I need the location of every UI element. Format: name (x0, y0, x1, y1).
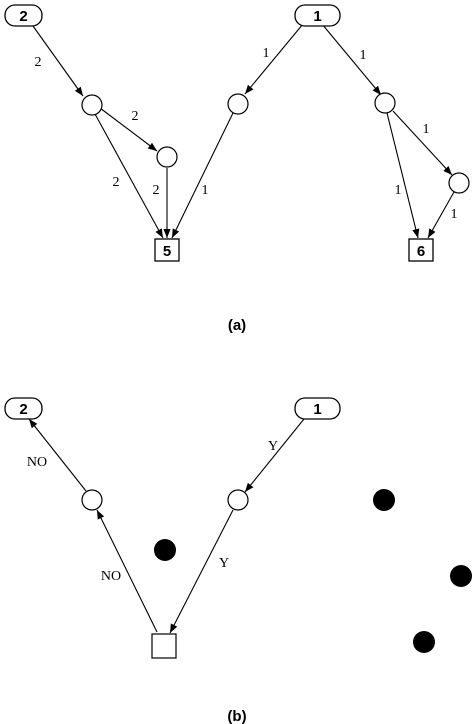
source-node-2: 2 (4, 397, 43, 420)
sink-node-label: 6 (417, 243, 425, 260)
edge-b-sink-to-n1 (96, 509, 158, 633)
sink-node-6: 6 (408, 238, 434, 262)
source-node-label: 1 (313, 8, 321, 25)
edge-b-n2-to-sink (169, 509, 234, 634)
filled-node (413, 631, 435, 653)
filled-node (154, 539, 176, 561)
edge-label: NO (27, 455, 47, 470)
edge-a-1-to-n4 (321, 23, 382, 96)
edge-a-1-to-n3 (244, 23, 304, 95)
intermediate-node (448, 172, 470, 194)
source-node-1: 1 (294, 397, 341, 420)
edge-a-n1-to-5 (94, 113, 164, 239)
edge-label: 1 (423, 122, 430, 137)
intermediate-node (374, 92, 396, 114)
edge-label: Y (219, 556, 229, 571)
panel-b-edges (28, 418, 305, 634)
edge-label: 1 (202, 183, 209, 198)
edge-label: 1 (263, 46, 270, 61)
panel-a-caption: (a) (228, 317, 246, 334)
edge-label: 1 (360, 48, 367, 63)
edge-b-n1-to-2 (28, 418, 87, 492)
source-node-2: 2 (4, 4, 43, 27)
source-node-label: 1 (313, 401, 321, 418)
filled-node (450, 565, 472, 587)
edge-label: 2 (132, 109, 139, 124)
sink-node-5: 5 (154, 238, 180, 262)
panel-a-intermediate-nodes (81, 92, 470, 194)
filled-node (373, 489, 395, 511)
source-node-1: 1 (294, 4, 341, 27)
edge-label: 1 (451, 207, 458, 222)
intermediate-node (156, 146, 178, 168)
edge-a-n3-to-5 (171, 112, 234, 239)
edge-a-n1-to-n2 (99, 107, 158, 152)
edge-a-n4-to-6 (386, 112, 420, 239)
source-node-label: 2 (19, 8, 27, 25)
intermediate-node (81, 94, 103, 116)
sink-node (151, 633, 177, 659)
edge-a-2-to-n1 (32, 25, 84, 97)
panel-b: 2 1 NO NO Y Y (b) (4, 397, 472, 724)
intermediate-node (227, 489, 249, 511)
edge-label: Y (268, 439, 278, 454)
panel-b-caption: (b) (227, 708, 246, 724)
edge-a-n4-to-n5 (392, 110, 453, 176)
source-node-label: 2 (19, 401, 27, 418)
edge-label: 1 (395, 183, 402, 198)
edge-label: NO (101, 569, 121, 584)
edge-label: 2 (113, 175, 120, 190)
panel-a: 2 1 5 6 2 2 2 2 1 1 (4, 4, 470, 334)
sink-node-label: 5 (163, 243, 171, 260)
panel-a-edges (32, 23, 455, 239)
intermediate-node (227, 93, 249, 115)
intermediate-node (81, 489, 103, 511)
edge-a-n5-to-6 (427, 191, 455, 239)
edge-label: 2 (35, 55, 42, 70)
edge-b-1-to-n2 (244, 418, 305, 493)
edge-label: 2 (153, 183, 160, 198)
